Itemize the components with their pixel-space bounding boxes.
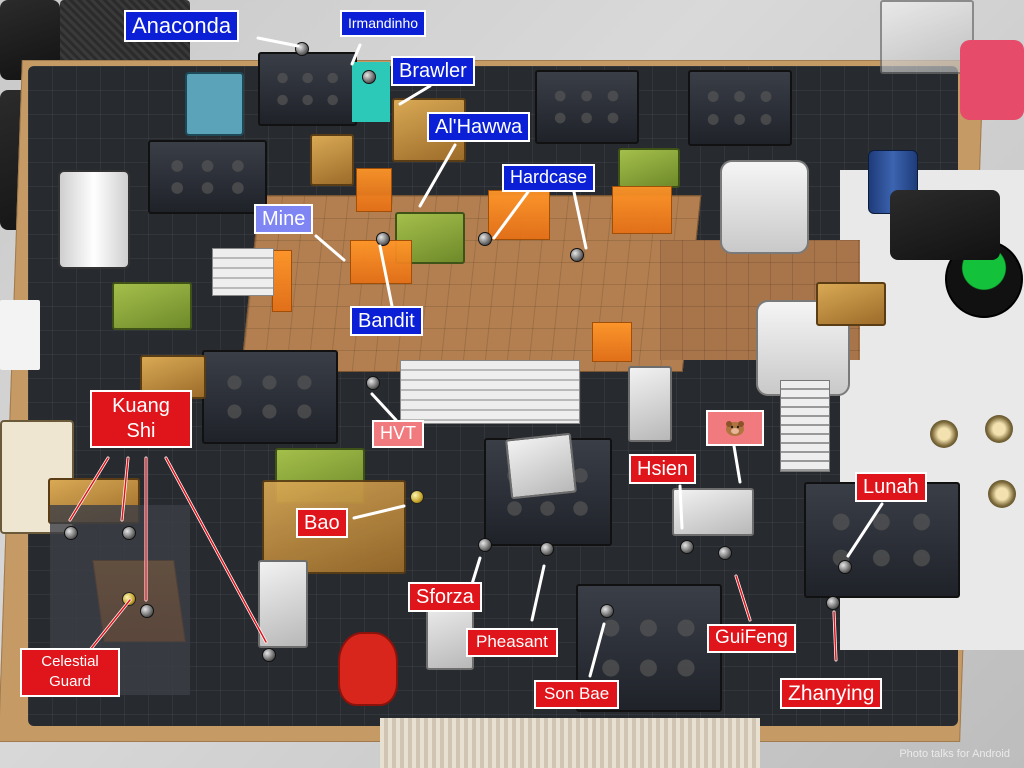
label-pig: [706, 410, 764, 446]
miniature-bao: [410, 490, 424, 504]
miniature-lunah: [838, 560, 852, 574]
stairs-center: [400, 360, 580, 424]
label-bandit: Bandit: [350, 306, 423, 336]
building-bao: [262, 480, 406, 574]
white-cup: [58, 170, 130, 269]
label-zhanying: Zhanying: [780, 678, 883, 710]
orange-wall-6: [592, 322, 632, 362]
container-crate-center: [535, 70, 639, 144]
label-pheasant: Pheasant: [466, 628, 558, 657]
orange-wall-2: [350, 240, 412, 284]
watermark-text: Photo talks for Android: [899, 748, 1010, 760]
label-son-bae: Son Bae: [534, 680, 620, 709]
tower-top: [720, 160, 809, 254]
red-objective-marker: [338, 632, 398, 706]
miniature-pheasant: [540, 542, 554, 556]
small-crate: [310, 134, 354, 186]
miniature-son-bae: [600, 604, 614, 618]
token-cup-1: [930, 420, 958, 448]
container-crate-top: [258, 52, 357, 126]
tower-stairway: [780, 380, 830, 472]
miniature-anaconda: [295, 42, 309, 56]
label-hsien: Hsien: [629, 454, 697, 484]
black-cloth: [890, 190, 1000, 260]
miniature-guifeng: [718, 546, 732, 560]
label-brawler: Brawler: [391, 56, 475, 86]
label-hvt: HVT: [372, 420, 424, 448]
label-mine: Mine: [254, 204, 314, 234]
miniature-kuang-shi-4: [262, 648, 276, 662]
orange-wall-1: [356, 168, 392, 212]
label-bao: Bao: [296, 508, 348, 538]
token-box: [185, 72, 244, 136]
label-anaconda: Anaconda: [124, 10, 240, 43]
green-crate-left: [112, 282, 192, 330]
orange-wall-4: [488, 190, 550, 240]
white-crate-lower: [258, 560, 308, 648]
container-crate-middle-left: [202, 350, 338, 444]
label-alhawwa: Al'Hawwa: [427, 112, 531, 142]
miniature-hsien: [680, 540, 694, 554]
orange-wall-5: [612, 186, 672, 234]
label-irmandinho: Irmandinho: [340, 10, 427, 38]
miniature-kuang-shi-2: [122, 526, 136, 540]
label-guifeng: GuiFeng: [707, 624, 796, 653]
miniature-al-hawwa: [570, 248, 584, 262]
pig-icon: [723, 418, 747, 438]
miniature-hardcase: [478, 232, 492, 246]
label-lunah: Lunah: [855, 472, 927, 502]
orange-wall-3: [272, 250, 292, 312]
white-crate-hsien: [672, 488, 754, 536]
miniature-kuang-shi-3: [140, 604, 154, 618]
miniature-zhanying: [826, 596, 840, 610]
miniature-mine: [376, 232, 390, 246]
stairs-left: [212, 248, 274, 296]
green-crate-top: [618, 148, 680, 188]
token-cup-2: [985, 415, 1013, 443]
container-crate-right: [688, 70, 792, 146]
miniature-celestial-guard: [122, 592, 136, 606]
label-celestial-guard: Celestial Guard: [20, 648, 120, 697]
miniature-irmandinho: [362, 70, 376, 84]
pink-container: [960, 40, 1024, 120]
white-crate-middle: [628, 366, 672, 442]
label-sforza: Sforza: [408, 582, 482, 612]
white-cube: [505, 432, 577, 500]
storage-box: [880, 0, 974, 74]
paper-sheet: [0, 300, 40, 370]
floor-rug: [380, 718, 760, 768]
miniature-sforza: [478, 538, 492, 552]
container-crate-left: [148, 140, 267, 214]
label-hardcase: Hardcase: [502, 164, 596, 192]
tan-crate-right: [816, 282, 886, 326]
miniature-hvt: [366, 376, 380, 390]
token-cup-3: [988, 480, 1016, 508]
label-kuang-shi: Kuang Shi: [90, 390, 192, 448]
miniature-kuang-shi-1: [64, 526, 78, 540]
